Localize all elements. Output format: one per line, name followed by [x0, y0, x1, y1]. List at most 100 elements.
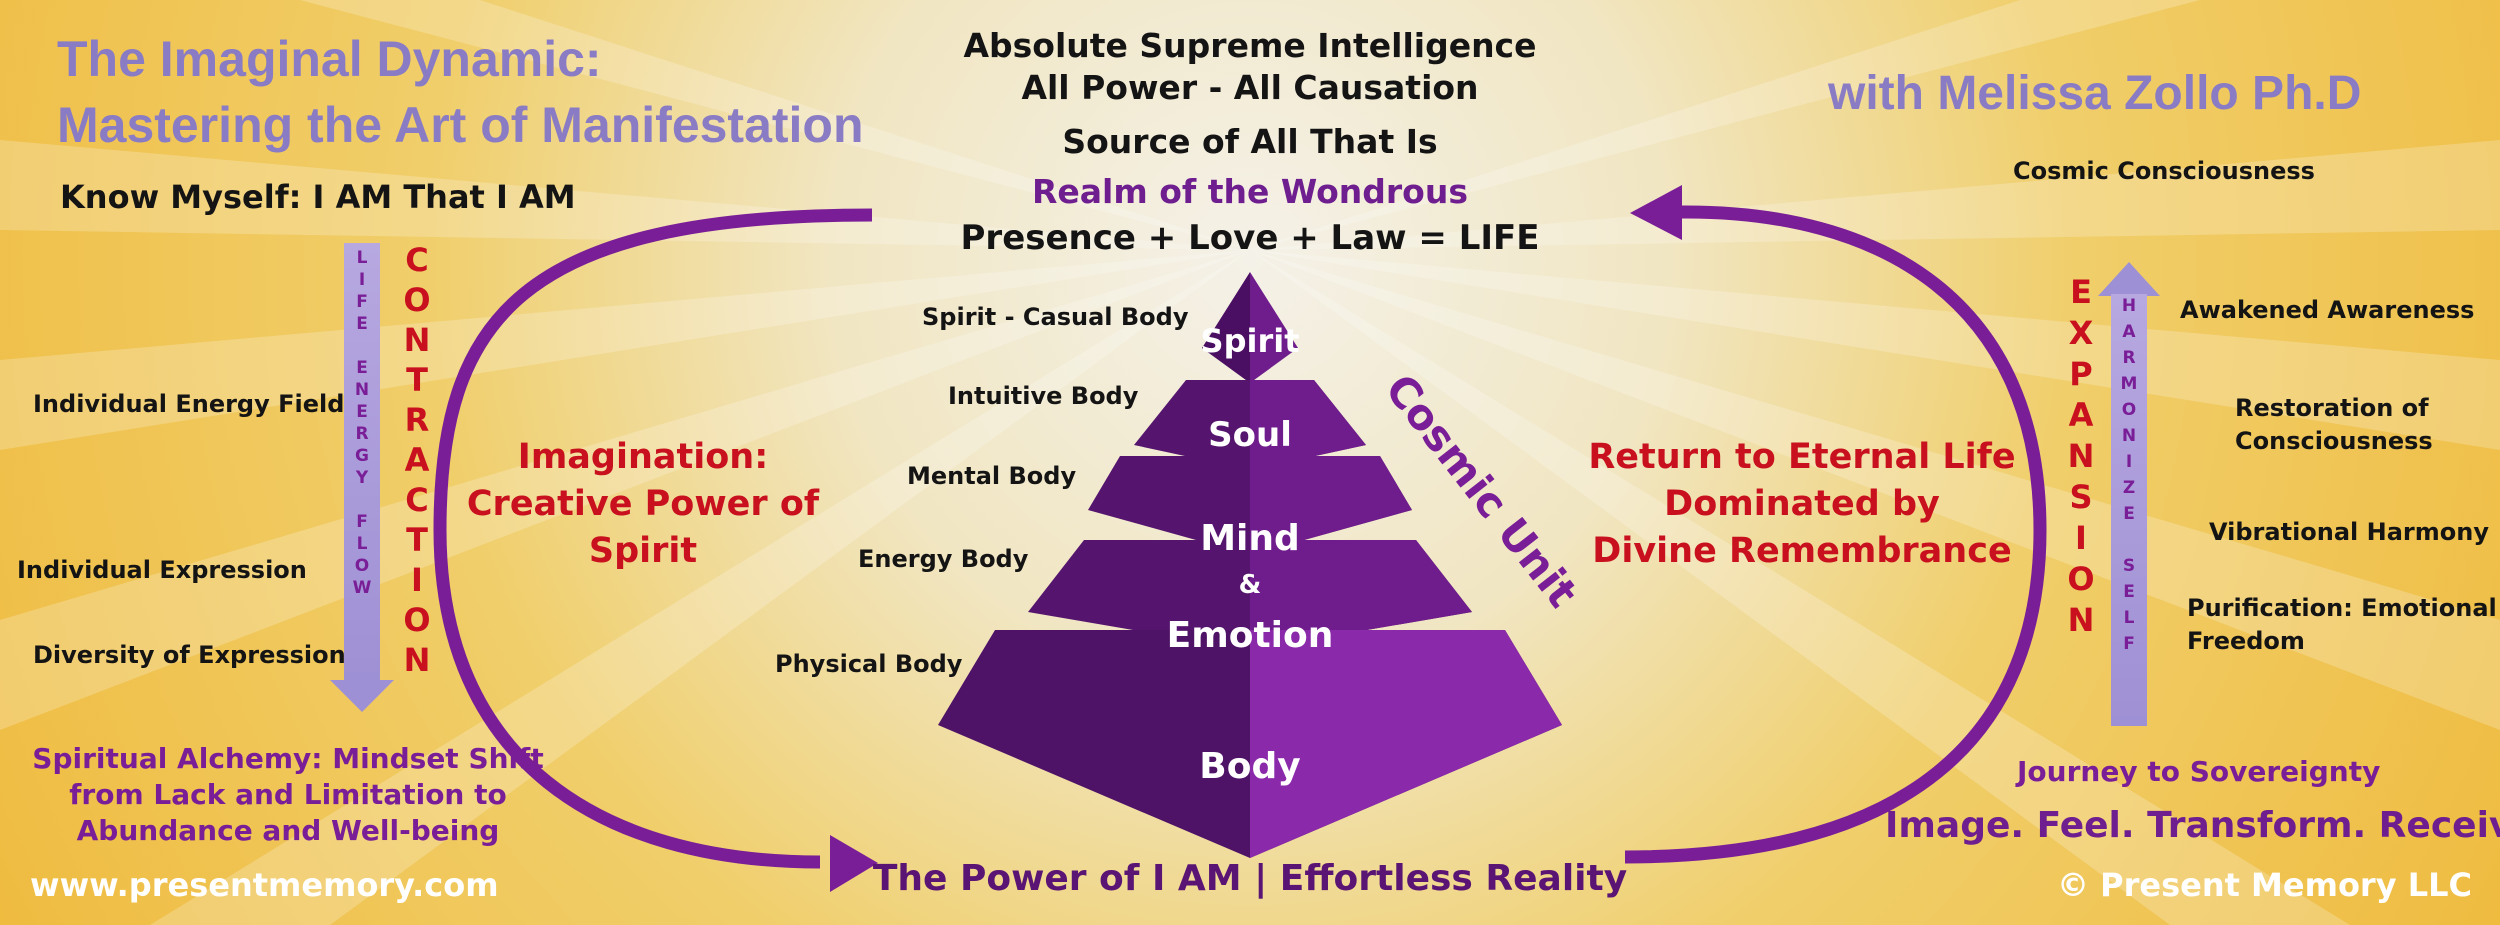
label-spirit-casual-body: Spirit - Casual Body: [922, 303, 1189, 331]
return-line-2: Dominated by: [1664, 484, 1940, 524]
pyramid-label-emotion: Emotion: [1166, 615, 1334, 656]
left-cycle-arrow: [433, 208, 873, 869]
return-line-1: Return to Eternal Life: [1588, 437, 2016, 477]
label-restoration-line-1: Restoration of: [2235, 394, 2429, 422]
harmonize-self-letter: A: [2122, 322, 2136, 342]
pyramid-label-ampersand: &: [1238, 570, 1262, 600]
imagination-line-2: Creative Power of: [466, 484, 820, 524]
harmonize-self-letter: S: [2122, 556, 2136, 576]
journey-text: Journey to Sovereignty: [2017, 755, 2381, 788]
pyramid-label-soul: Soul: [1208, 415, 1292, 455]
life-energy-flow-letter: N: [354, 380, 370, 400]
label-cosmic-consciousness: Cosmic Consciousness: [2013, 157, 2315, 185]
life-energy-flow-letter: L: [356, 248, 368, 268]
harmonize-self-letter: H: [2121, 296, 2137, 316]
alchemy-line-3: Abundance and Well-being: [76, 814, 500, 847]
website-link[interactable]: www.presentmemory.com: [30, 866, 499, 904]
life-energy-flow-letter: O: [354, 556, 370, 576]
expansion-letter: P: [2069, 355, 2093, 393]
harmonize-self-letter: E: [2123, 582, 2135, 602]
life-energy-flow-arrow: [330, 243, 394, 712]
pyramid-label-mind: Mind: [1200, 518, 1300, 559]
label-intuitive-body: Intuitive Body: [948, 382, 1139, 410]
life-energy-flow-letter: W: [352, 578, 372, 598]
harmonize-self-letter: N: [2121, 426, 2137, 446]
harmonize-self-letter: [2126, 532, 2132, 549]
label-energy-body: Energy Body: [858, 545, 1029, 573]
contraction-letter: I: [411, 561, 423, 599]
label-vibrational-harmony: Vibrational Harmony: [2209, 518, 2489, 546]
copyright-text: © Present Memory LLC: [2057, 866, 2472, 904]
label-purification-line-1: Purification: Emotional: [2187, 594, 2497, 622]
expansion-letter: N: [2067, 437, 2095, 475]
harmonize-self-letter: E: [2123, 504, 2135, 524]
author-credit: with Melissa Zollo Ph.D: [1828, 67, 2362, 120]
label-individual-energy-field: Individual Energy Field: [33, 390, 345, 418]
top-center-line-2: All Power - All Causation: [1021, 68, 1479, 107]
harmonize-self-letter: L: [2123, 608, 2135, 628]
contraction-letter: R: [404, 401, 430, 439]
life-energy-flow-letter: I: [358, 270, 366, 290]
harmonize-self-arrow: [2098, 262, 2160, 726]
life-energy-flow-letter: G: [355, 446, 369, 466]
label-mental-body: Mental Body: [907, 462, 1077, 490]
expansion-letter: A: [2068, 396, 2094, 434]
harmonize-self-letter: I: [2125, 452, 2133, 472]
pyramid-label-spirit: Spirit: [1200, 322, 1300, 360]
expansion-letter: I: [2075, 519, 2087, 557]
slogan-text: Image. Feel. Transform. Receive.: [1885, 805, 2500, 846]
label-purification-line-2: Freedom: [2187, 627, 2305, 655]
life-energy-flow-letter: F: [356, 512, 368, 532]
return-line-3: Divine Remembrance: [1592, 531, 2012, 571]
contraction-letter: N: [403, 321, 431, 359]
top-center-line-3: Source of All That Is: [1062, 122, 1438, 161]
right-cycle-arrowhead: [1630, 185, 1682, 240]
label-awakened-awareness: Awakened Awareness: [2180, 296, 2475, 324]
alchemy-line-2: from Lack and Limitation to: [69, 778, 507, 811]
life-energy-flow-letter: F: [356, 292, 368, 312]
label-individual-expression: Individual Expression: [17, 556, 307, 584]
imagination-line-1: Imagination:: [517, 437, 769, 477]
imagination-line-3: Spirit: [588, 531, 698, 571]
pyramid: [938, 272, 1562, 858]
expansion-letter: X: [2068, 314, 2094, 352]
harmonize-self-letter: R: [2122, 348, 2136, 368]
right-cycle-arrow: [1624, 205, 2047, 864]
contraction-letter: T: [406, 361, 428, 399]
life-energy-flow-letter: [359, 492, 365, 509]
label-restoration-line-2: Consciousness: [2235, 427, 2433, 455]
life-energy-flow-letter: L: [356, 534, 368, 554]
contraction-letter: T: [406, 521, 428, 559]
left-cycle-arrowhead: [830, 835, 878, 892]
life-energy-flow-letter: E: [356, 358, 368, 378]
title-line-2: Mastering the Art of Manifestation: [57, 97, 864, 153]
top-center-line-5: Presence + Love + Law = LIFE: [960, 218, 1540, 258]
expansion-letter: N: [2067, 601, 2095, 639]
pyramid-tier-spirit: [1202, 272, 1250, 383]
alchemy-line-1: Spiritual Alchemy: Mindset Shift: [32, 742, 544, 775]
harmonize-self-letter: Z: [2122, 478, 2136, 498]
life-energy-flow-letter: E: [356, 314, 368, 334]
pyramid-label-body: Body: [1199, 746, 1301, 787]
label-physical-body: Physical Body: [775, 650, 963, 678]
harmonize-self-letter: F: [2123, 634, 2135, 654]
harmonize-self-letter: M: [2120, 374, 2138, 394]
label-diversity-of-expression: Diversity of Expression: [33, 641, 346, 669]
top-center-line-1: Absolute Supreme Intelligence: [963, 26, 1537, 65]
expansion-letter: E: [2070, 273, 2092, 311]
bottom-center-tagline: The Power of I AM | Effortless Reality: [872, 858, 1628, 899]
expansion-letter: S: [2069, 478, 2093, 516]
harmonize-self-letter: O: [2121, 400, 2137, 420]
life-energy-flow-letter: Y: [355, 468, 369, 488]
contraction-letter: A: [404, 441, 430, 479]
life-energy-flow-letter: R: [355, 424, 369, 444]
know-myself-text: Know Myself: I AM That I AM: [60, 178, 576, 216]
contraction-letter: C: [405, 481, 429, 519]
